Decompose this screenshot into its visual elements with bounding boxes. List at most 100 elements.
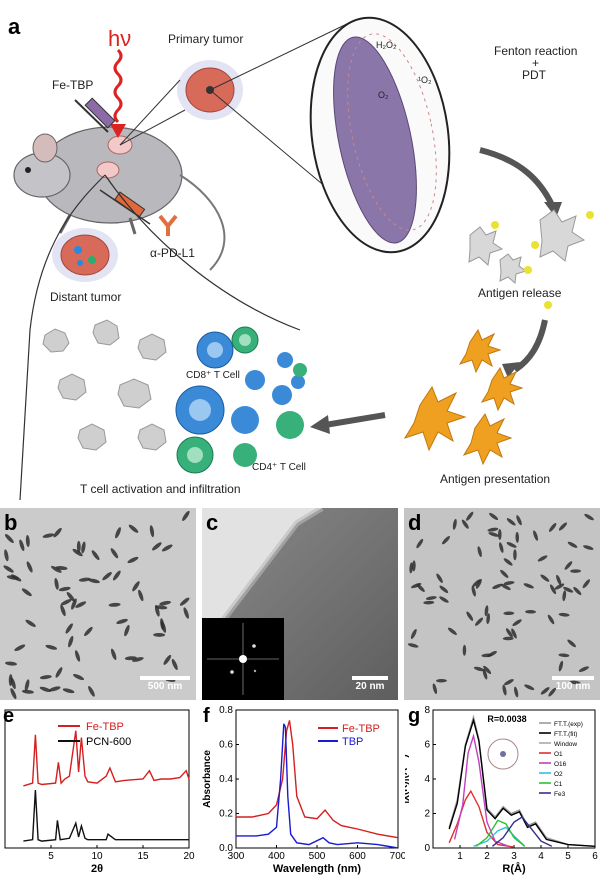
nanoparticle <box>533 530 539 541</box>
cd8-label: CD8⁺ T Cell <box>186 370 240 381</box>
nanoparticle-lattice <box>347 33 437 231</box>
nanoparticle <box>548 687 557 697</box>
nanoparticle <box>68 635 74 648</box>
nanoparticle <box>416 538 424 549</box>
nanoparticle <box>24 679 30 692</box>
nanoparticle <box>524 684 535 691</box>
o2-label: O₂ <box>378 90 389 100</box>
panel-c-scale-label: 20 nm <box>355 681 385 692</box>
nanoparticle <box>477 546 482 557</box>
nanoparticle <box>19 539 25 552</box>
nanoparticle <box>436 573 443 583</box>
x-tick-label: 2 <box>484 851 490 862</box>
y-tick-label: 2 <box>424 809 430 820</box>
nanoparticle <box>154 604 160 617</box>
nanoparticle <box>14 644 26 652</box>
x-tick-label: 5 <box>565 851 571 862</box>
legend-label: Fe3 <box>554 791 566 798</box>
nanoparticle <box>54 577 59 590</box>
nanoparticle <box>91 550 100 561</box>
light-arrowhead <box>110 124 126 138</box>
legend-label: O16 <box>554 761 567 768</box>
nanoparticle <box>138 589 144 602</box>
cd4-label: CD4⁺ T Cell <box>252 462 306 473</box>
arrow-to-presentation <box>513 319 548 373</box>
nanoparticle <box>558 653 570 658</box>
nanoparticle <box>556 574 562 586</box>
x-axis-label: R(Å) <box>502 862 526 875</box>
series-line-o2 <box>473 826 526 847</box>
y-tick-label: 8 <box>424 705 430 716</box>
panel-letter: g <box>408 705 420 727</box>
fenton-label-1: Fenton reaction <box>494 44 578 58</box>
nanoparticle <box>21 588 32 597</box>
x-tick-label: 10 <box>91 851 103 862</box>
mouse-tail <box>179 174 226 271</box>
nanoparticle <box>410 628 417 639</box>
nanoparticle <box>8 674 13 687</box>
nanoparticle <box>502 684 507 696</box>
arrowhead-presentation <box>502 362 520 378</box>
nanoparticle <box>523 583 534 589</box>
panel-c-scale-bar: 20 nm <box>352 676 388 692</box>
x-tick-label: 300 <box>228 851 245 862</box>
dying-tumor-cells <box>468 209 586 284</box>
nanoparticle <box>78 577 91 582</box>
nanoparticle <box>76 540 81 553</box>
series-line-tbp <box>236 723 399 849</box>
nanoparticle <box>132 581 140 592</box>
nanoparticle <box>116 618 128 624</box>
tumor-cells-grey <box>42 319 167 451</box>
nanoparticle <box>452 518 457 530</box>
series-line-pcn-600 <box>23 789 189 842</box>
nanoparticle <box>498 528 502 540</box>
nanoparticle <box>183 607 189 619</box>
zoom-line-2 <box>119 109 186 146</box>
nanoparticle <box>540 687 550 695</box>
nanoparticle <box>500 569 509 578</box>
nanoparticle <box>161 621 167 633</box>
nanoparticle <box>112 570 121 581</box>
nanoparticle <box>149 525 155 538</box>
nanoparticle <box>102 572 112 581</box>
nanoparticle <box>466 511 474 521</box>
mouse-eye <box>25 167 31 173</box>
distant-tumor-cell <box>88 256 96 264</box>
x-axis-label: Wavelength (nm) <box>273 863 362 875</box>
nanoparticle <box>439 585 449 594</box>
nanoparticle <box>489 512 499 520</box>
nanoparticle <box>45 644 58 650</box>
nanoparticle <box>72 548 83 557</box>
y-tick-label: 0 <box>424 843 430 854</box>
nanoparticle <box>483 665 492 675</box>
y-tick-label: 0.2 <box>219 809 233 820</box>
nanoparticle <box>407 643 419 648</box>
nanoparticle <box>411 582 422 589</box>
nanoparticle <box>573 586 582 596</box>
light-wave <box>113 48 123 124</box>
nanoparticle <box>171 658 178 671</box>
x-tick-label: 3 <box>511 851 517 862</box>
arrowhead-release <box>544 202 562 218</box>
nanoparticle <box>506 518 516 526</box>
nanoparticle <box>5 661 17 666</box>
nanoparticle <box>558 660 564 672</box>
nanoparticle <box>333 36 417 244</box>
nanoparticle <box>441 535 450 545</box>
nanoparticle <box>73 673 85 681</box>
x-tick-label: 5 <box>48 851 54 862</box>
cd4-t-cells <box>176 326 307 474</box>
series-line-o16 <box>453 733 509 847</box>
nanoparticle <box>409 562 413 574</box>
nanoparticle <box>84 626 93 637</box>
legend-label: TBP <box>342 736 363 748</box>
hv-label: hν <box>108 26 132 51</box>
nanoparticle <box>472 579 481 588</box>
nanoparticle <box>514 686 519 698</box>
nanoparticle <box>583 545 594 550</box>
x-tick-label: 15 <box>137 851 149 862</box>
nanoparticle <box>4 534 14 544</box>
series-line-ft-t-fit- <box>448 717 596 847</box>
y-tick-label: 0.4 <box>219 774 233 785</box>
